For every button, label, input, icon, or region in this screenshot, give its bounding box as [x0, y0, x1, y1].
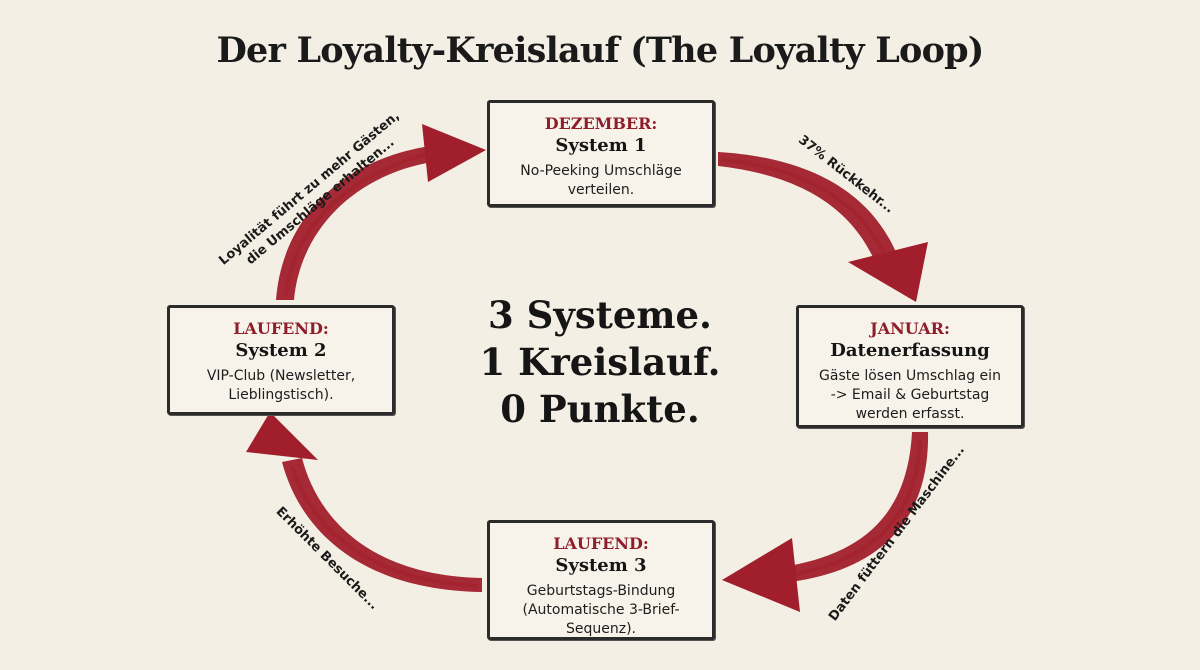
node-system-1: DEZEMBER: System 1 No-Peeking Umschläge …: [487, 100, 715, 207]
desc-line: No-Peeking Umschläge: [520, 163, 682, 179]
desc-line: VIP-Club (Newsletter,: [206, 368, 356, 384]
center-summary: 3 Systeme. 1 Kreislauf. 0 Punkte.: [440, 292, 760, 433]
node-description: VIP-Club (Newsletter, Lieblingstisch).: [170, 367, 392, 405]
desc-line: (Automatische 3-Brief-: [522, 602, 680, 618]
node-description: No-Peeking Umschläge verteilen.: [490, 162, 712, 200]
node-datenerfassung: JANUAR: Datenerfassung Gäste lösen Umsch…: [796, 305, 1024, 428]
arrow-right-to-bottom: [722, 432, 929, 612]
node-title: System 3: [555, 555, 647, 576]
node-description: Geburtstags-Bindung (Automatische 3-Brie…: [490, 582, 712, 639]
node-phase: LAUFEND:: [553, 534, 649, 553]
desc-line: Sequenz).: [565, 621, 636, 637]
desc-line: Lieblingstisch).: [228, 387, 334, 403]
center-line-loop: 1 Kreislauf.: [479, 340, 721, 384]
desc-line: werden erfasst.: [855, 406, 965, 422]
arrow-top-to-right: [718, 152, 928, 302]
node-phase: LAUFEND:: [233, 319, 329, 338]
center-line-points: 0 Punkte.: [500, 387, 700, 431]
diagram-title: Der Loyalty-Kreislauf (The Loyalty Loop): [216, 30, 984, 71]
node-title: System 1: [555, 135, 647, 156]
desc-line: -> Email & Geburtstag: [830, 387, 990, 403]
center-line-systems: 3 Systeme.: [488, 293, 712, 337]
desc-line: verteilen.: [567, 182, 635, 198]
arrow-bottom-to-left: [246, 412, 482, 592]
desc-line: Geburtstags-Bindung: [526, 583, 676, 599]
node-system-2: LAUFEND: System 2 VIP-Club (Newsletter, …: [167, 305, 395, 415]
arrow-left-to-top: [276, 124, 486, 300]
node-phase: JANUAR:: [870, 319, 950, 338]
desc-line: Gäste lösen Umschlag ein: [819, 368, 1001, 384]
node-title: Datenerfassung: [830, 340, 990, 361]
node-description: Gäste lösen Umschlag ein -> Email & Gebu…: [799, 367, 1021, 424]
node-phase: DEZEMBER:: [544, 114, 658, 133]
node-title: System 2: [235, 340, 327, 361]
node-system-3: LAUFEND: System 3 Geburtstags-Bindung (A…: [487, 520, 715, 640]
